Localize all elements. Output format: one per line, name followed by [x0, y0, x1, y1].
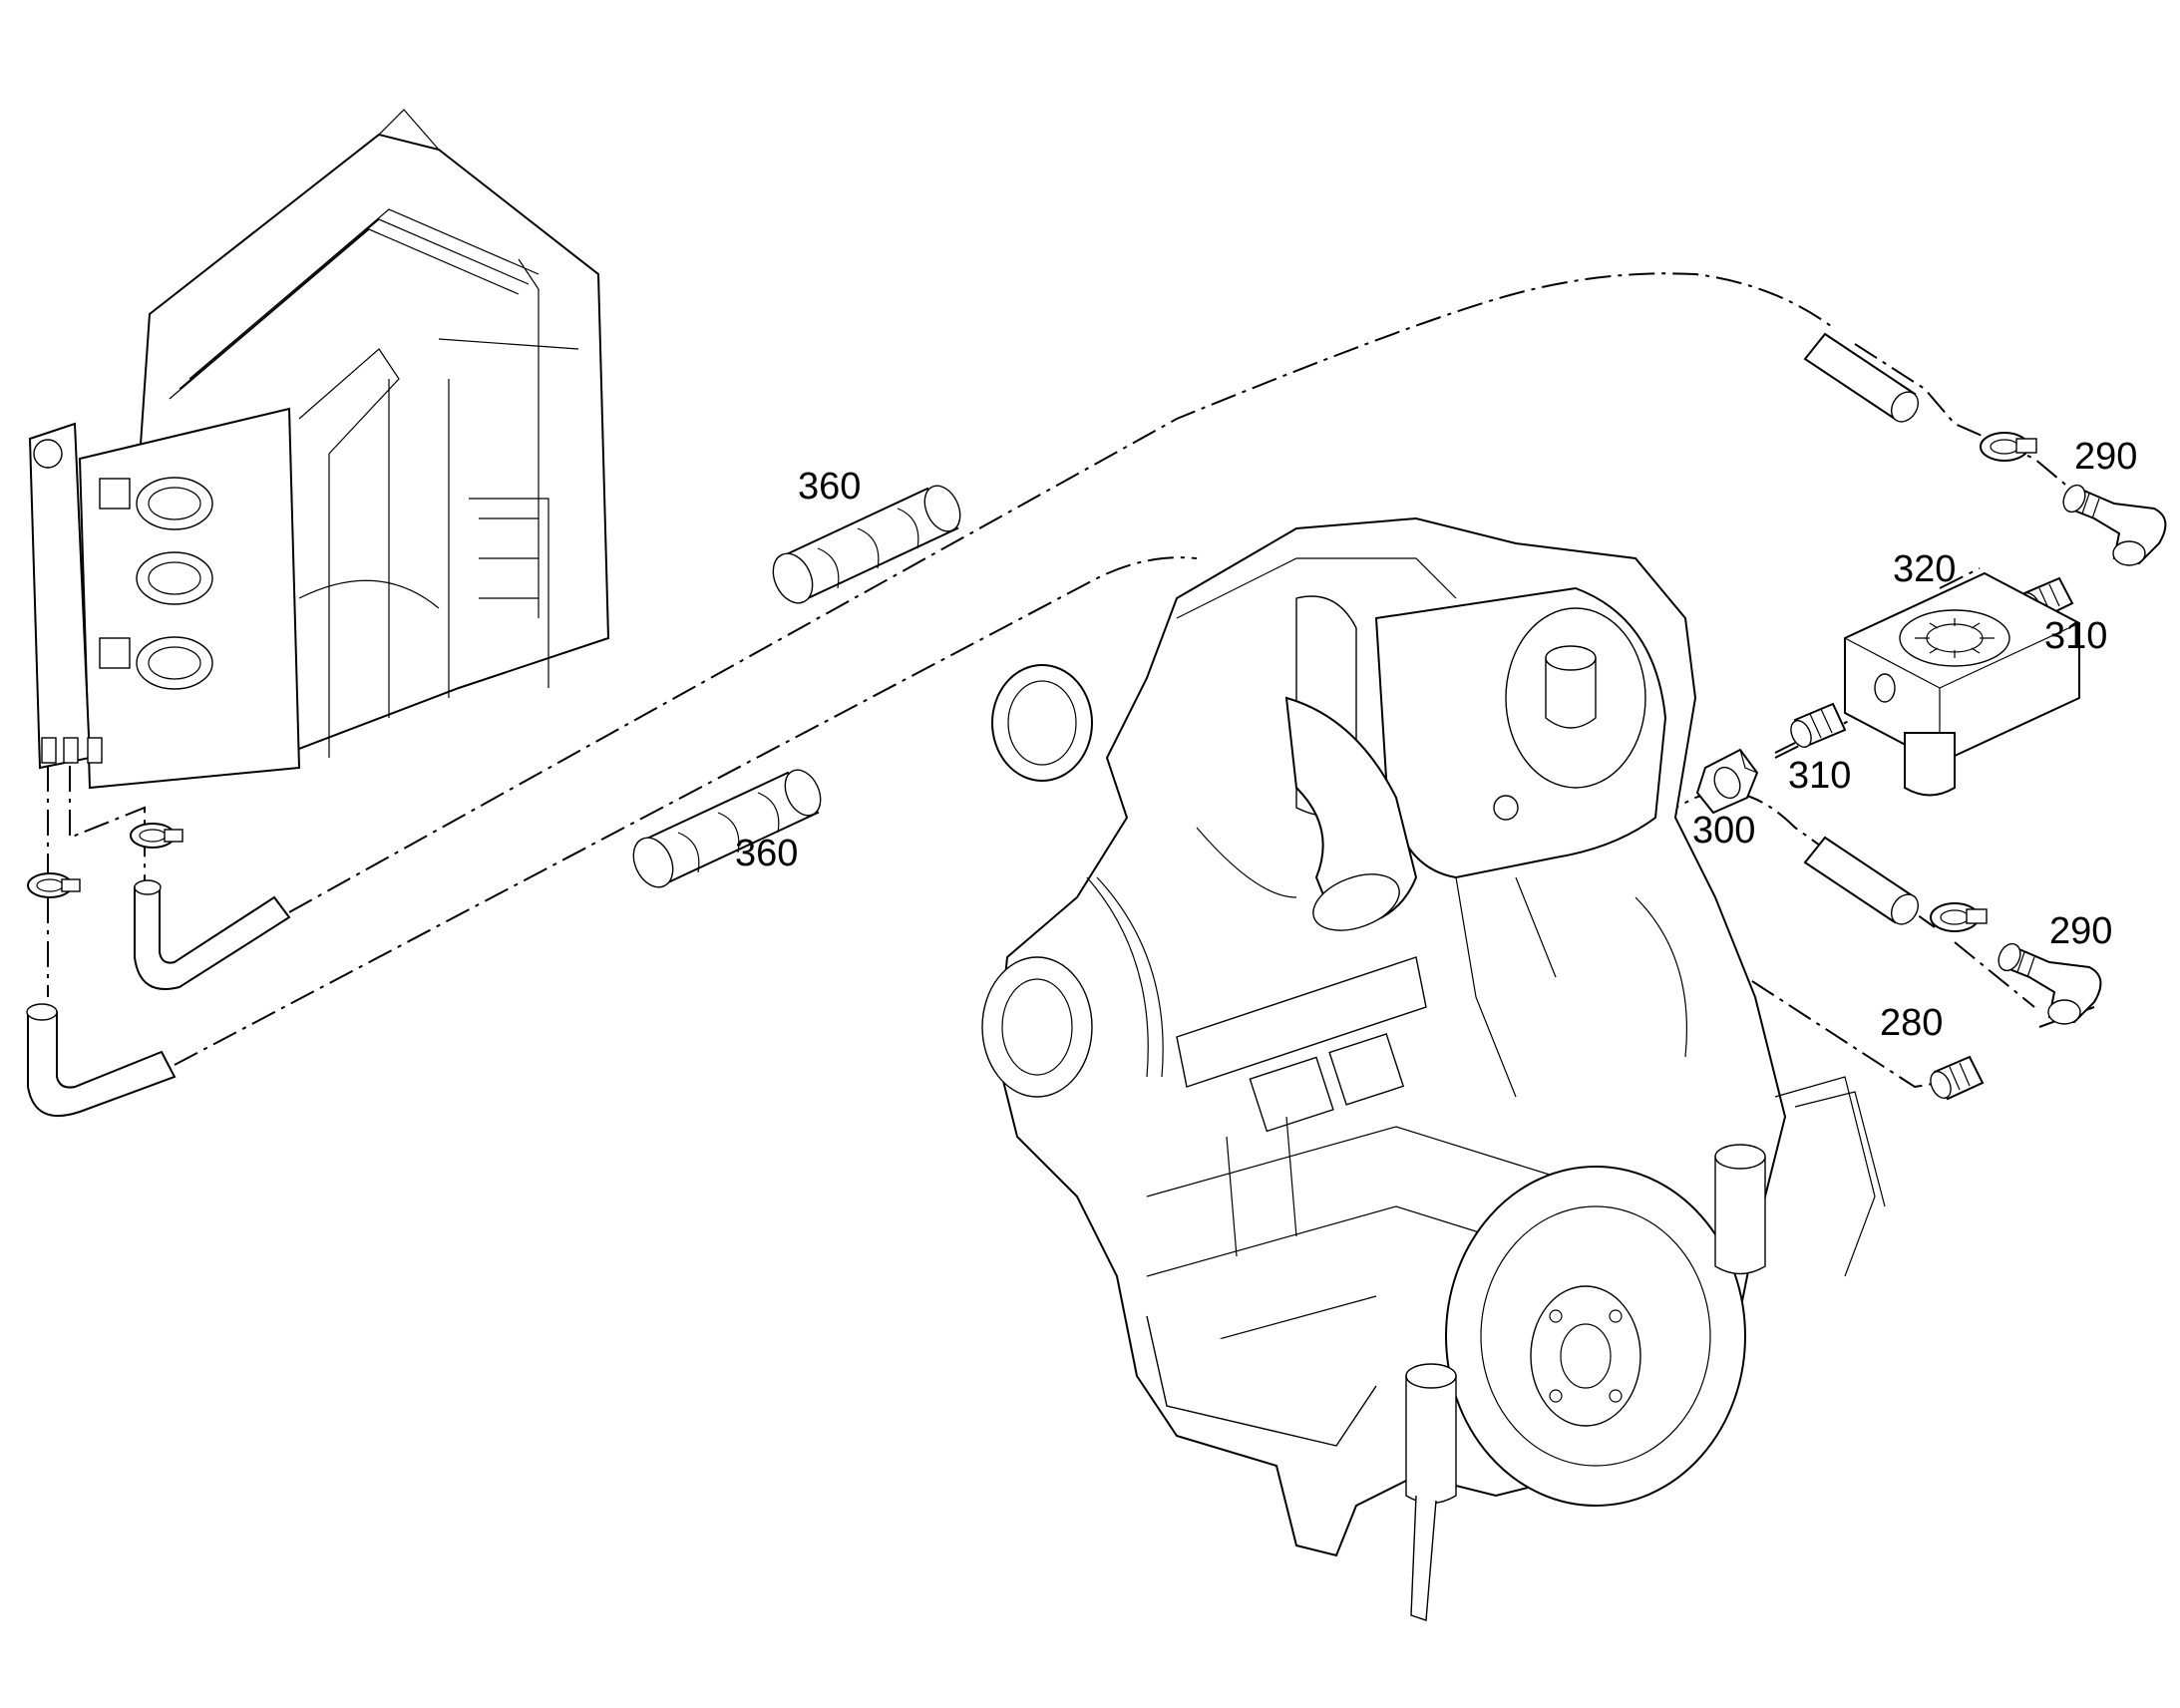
hose-section-lower — [1803, 836, 1920, 925]
spiral-guard-360-upper — [772, 485, 961, 604]
callout-300: 300 — [1692, 810, 1755, 852]
callout-labels: 290 320 310 310 300 290 280 360 360 — [735, 436, 2137, 1044]
elbow-fitting-290-upper — [2062, 484, 2167, 566]
engine — [981, 516, 1886, 1621]
hose-section-upper — [1803, 332, 1920, 423]
hose-clamp-upper — [1980, 432, 2037, 462]
callout-360-upper: 360 — [798, 466, 861, 508]
heater-hose-clamp-upper — [130, 823, 183, 849]
elbow-fitting-290-lower — [1998, 942, 2102, 1025]
callout-310-middle: 310 — [1788, 755, 1851, 797]
nipple-310-middle — [1790, 702, 1847, 748]
heater-unit — [28, 109, 610, 790]
callout-290-lower: 290 — [2049, 910, 2112, 952]
heater-hose-clamp-lower — [27, 872, 81, 898]
callout-320: 320 — [1893, 548, 1956, 590]
valve-block-320 — [1844, 571, 2080, 797]
callout-290-upper: 290 — [2074, 436, 2137, 478]
callout-310-right: 310 — [2044, 615, 2107, 657]
hose-clamp-lower — [1930, 902, 1988, 932]
adapter-300 — [1695, 748, 1759, 815]
callout-280: 280 — [1880, 1002, 1943, 1044]
nipple-280 — [1930, 1055, 1985, 1101]
callout-360-lower: 360 — [735, 833, 798, 874]
heater-hose-upper — [134, 879, 291, 990]
heater-hose-lower — [26, 1003, 177, 1117]
spiral-guard-360-lower — [632, 769, 822, 888]
